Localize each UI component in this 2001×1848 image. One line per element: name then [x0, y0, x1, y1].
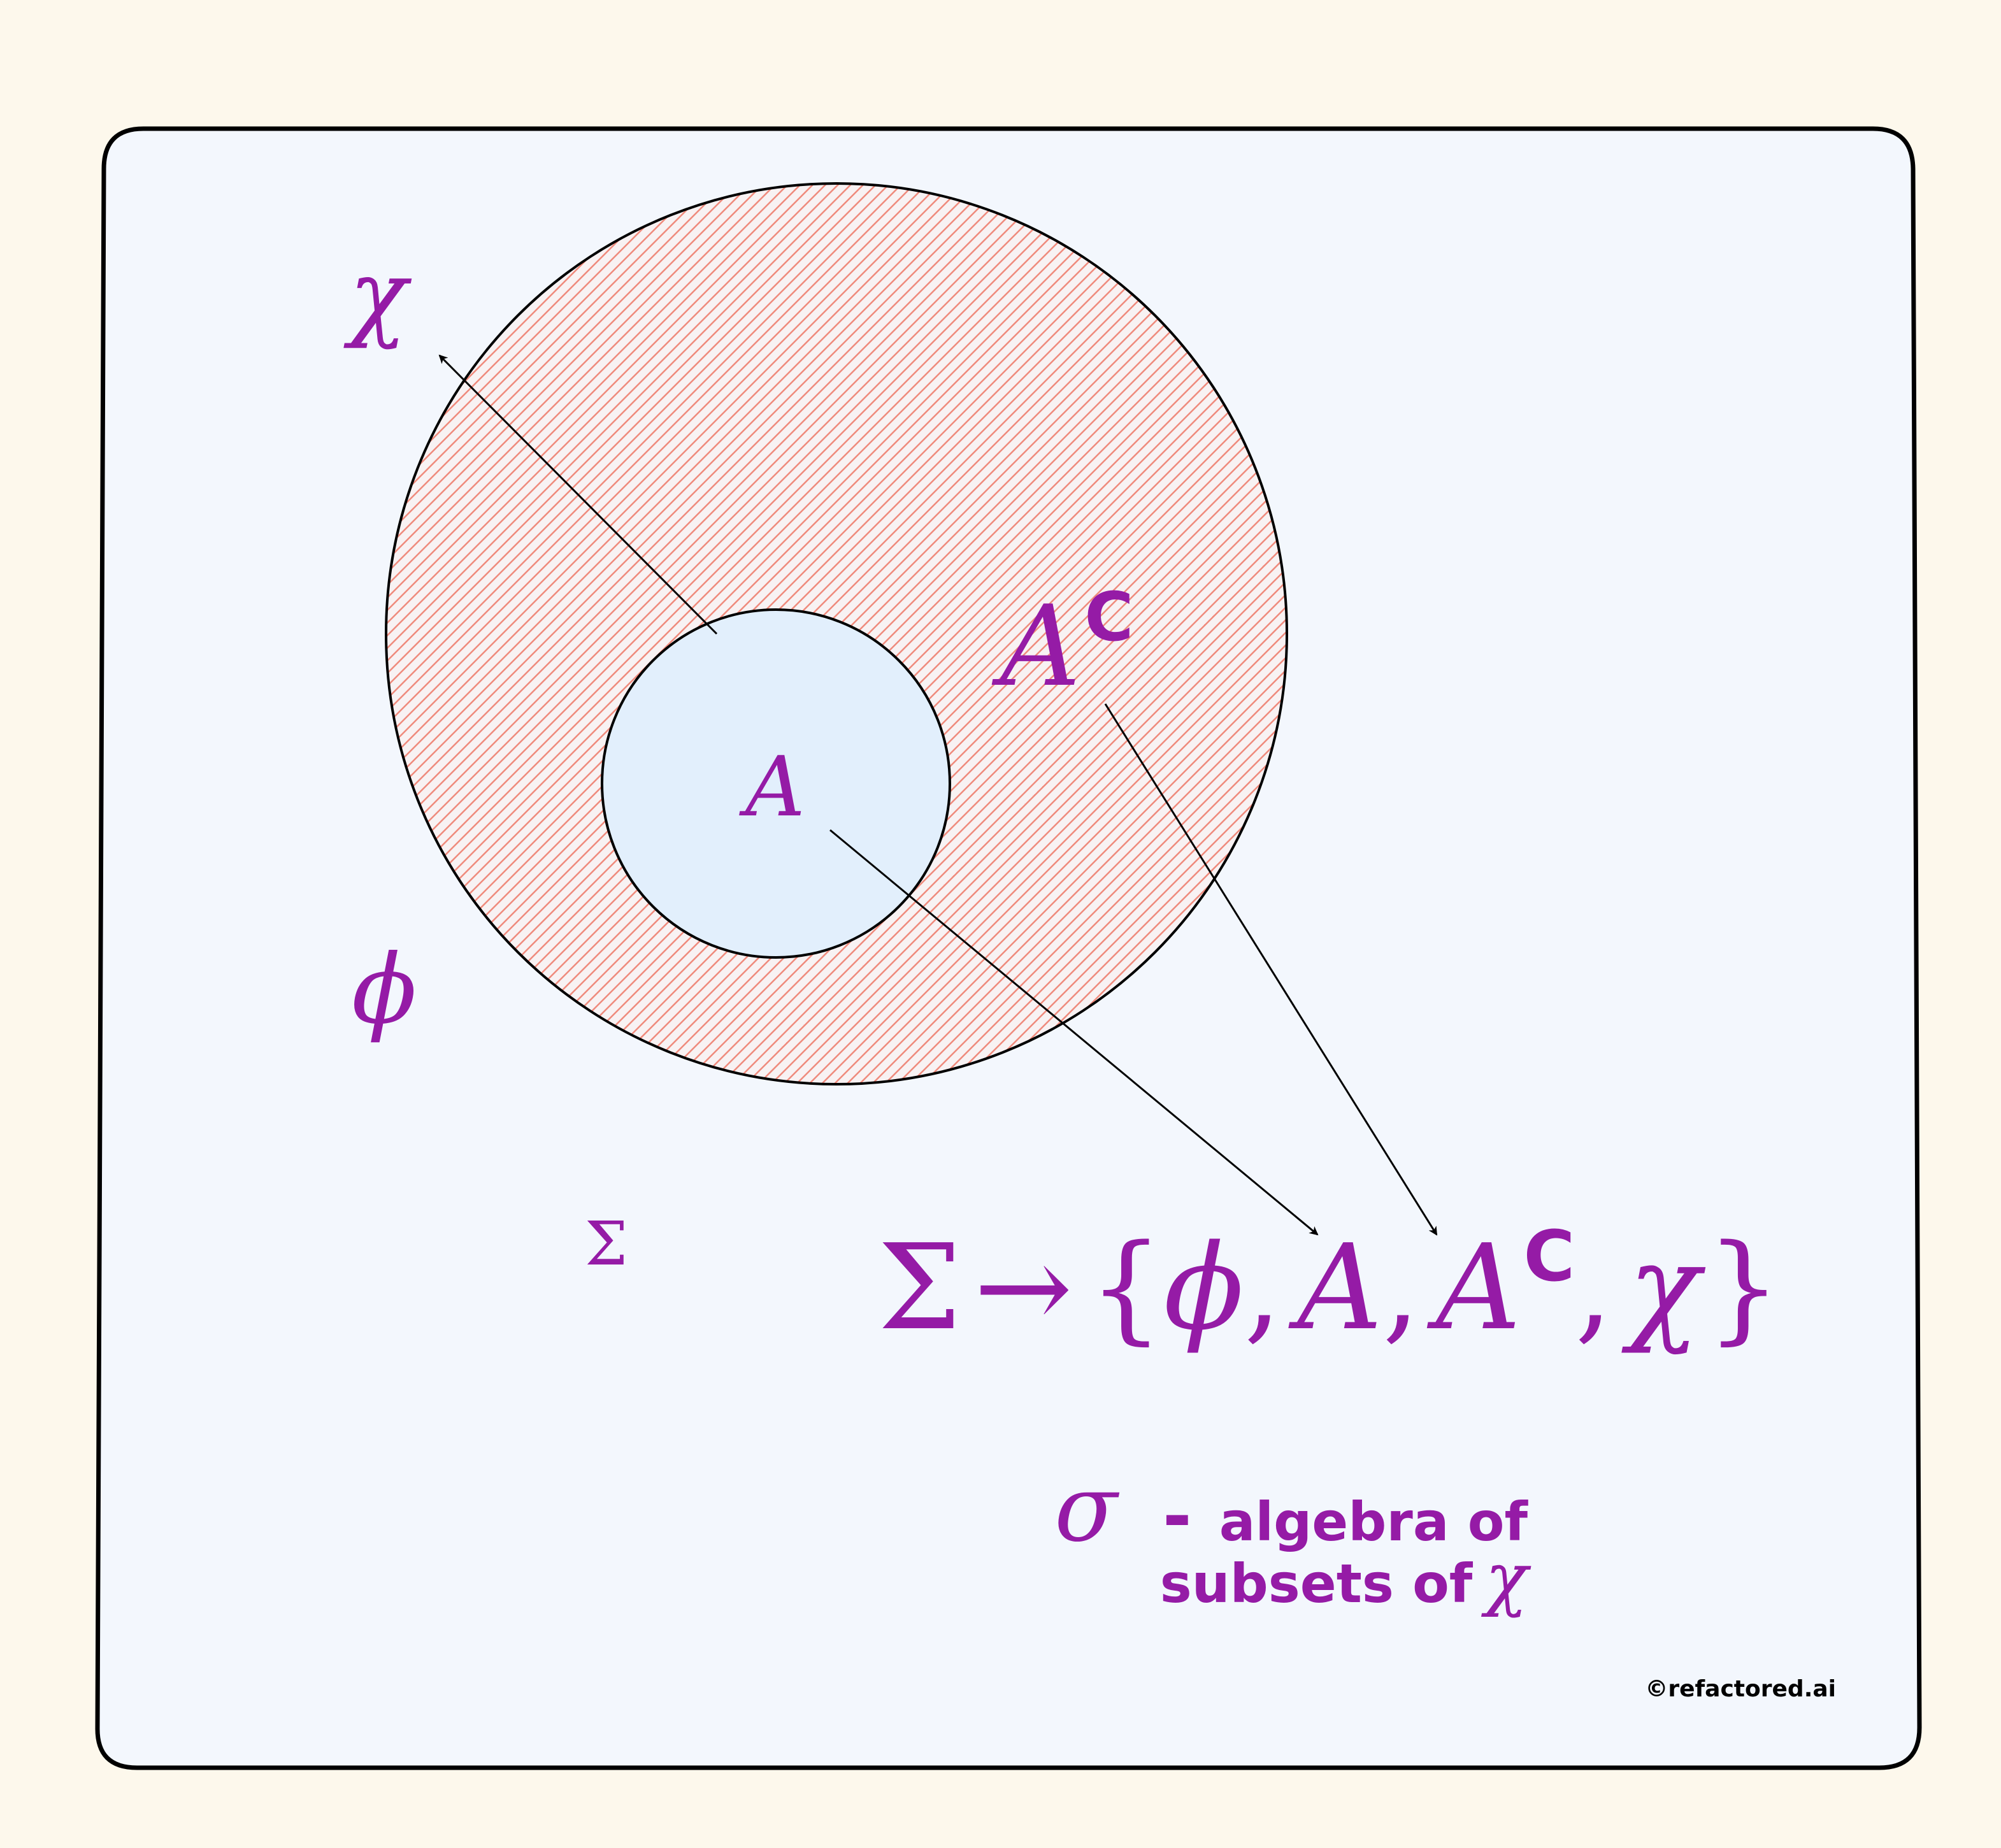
copyright-notice: ©refactored.ai — [1645, 1676, 1836, 1702]
arrow-a-to-chi — [438, 354, 718, 635]
sigma-equation: Σ→{ϕ,A,AC,χ} — [878, 1215, 1781, 1356]
caption-line-1: algebra of — [1219, 1491, 1529, 1553]
label-empty-set: ϕ — [352, 935, 417, 1045]
set-a-circle — [601, 608, 951, 959]
label-chi: χ — [343, 240, 412, 351]
label-a-complement: AC — [991, 578, 1133, 712]
arrow-a-to-equation — [829, 829, 1319, 1236]
caption-sigma: σ — [1054, 1455, 1120, 1563]
caption-dash: - — [1163, 1475, 1192, 1557]
label-set-a: A — [739, 738, 805, 835]
label-sigma-small: Σ — [585, 1209, 628, 1279]
arrow-complement-to-equation — [1104, 703, 1438, 1236]
